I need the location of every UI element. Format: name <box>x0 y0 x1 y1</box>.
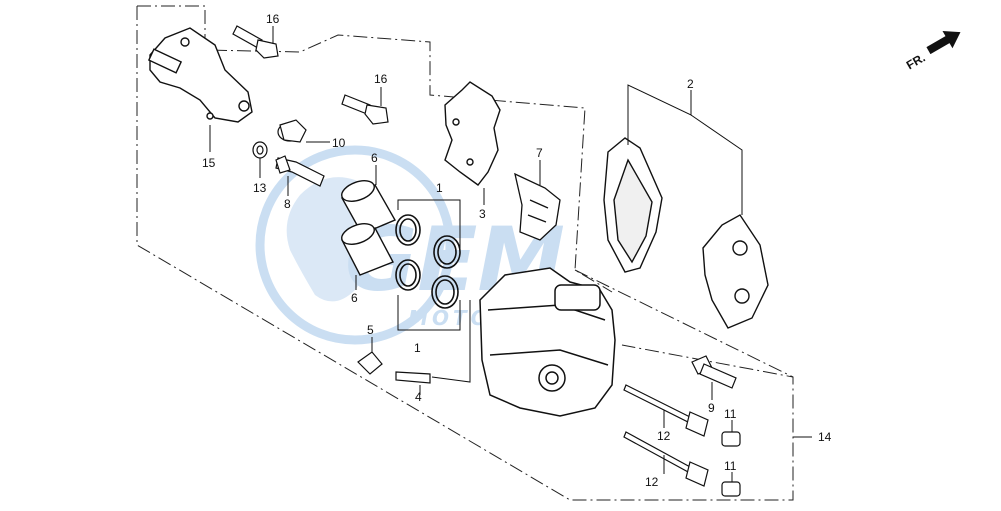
callout-16-upper: 16 <box>266 12 280 26</box>
callout-12-lower: 12 <box>645 475 659 489</box>
leader-lines <box>209 26 812 482</box>
assembly-boundary <box>136 5 794 501</box>
bolt-upper <box>232 25 279 59</box>
piston-seals <box>395 214 461 309</box>
callout-15: 15 <box>202 156 216 170</box>
washer <box>252 141 268 159</box>
callout-5: 5 <box>367 323 374 337</box>
bolt-lower <box>341 94 389 125</box>
piston-upper <box>341 180 396 235</box>
mount-bolt <box>691 355 737 389</box>
callout-6-upper: 6 <box>371 151 378 165</box>
piston-lower <box>341 223 394 276</box>
callout-9: 9 <box>708 401 715 415</box>
direction-marker: FR. <box>904 30 961 72</box>
slide-pin <box>275 155 325 187</box>
callout-1-lower: 1 <box>414 341 421 355</box>
callout-12-upper: 12 <box>657 429 671 443</box>
bleed-cap <box>357 351 383 375</box>
caliper-body <box>479 267 616 417</box>
bleeder-valve <box>395 371 431 384</box>
caliper-bracket <box>147 27 253 123</box>
callout-8: 8 <box>284 197 291 211</box>
callout-10: 10 <box>332 136 346 150</box>
callout-1-upper: 1 <box>436 181 443 195</box>
direction-label: FR. <box>904 50 928 72</box>
callout-13: 13 <box>253 181 267 195</box>
forward-arrow-icon <box>926 30 961 55</box>
pad-shim <box>444 81 501 186</box>
callout-3: 3 <box>479 207 486 221</box>
pad-pin-lower <box>623 431 709 487</box>
callout-2: 2 <box>687 77 694 91</box>
callout-7: 7 <box>536 146 543 160</box>
globe-icon <box>255 145 455 345</box>
callout-labels: 16 16 10 6 1 3 7 2 15 13 8 6 5 1 4 9 11 … <box>202 12 832 489</box>
callout-4: 4 <box>415 390 422 404</box>
callout-11-upper: 11 <box>724 407 737 421</box>
plug-upper <box>721 431 741 447</box>
callout-16-lower: 16 <box>374 72 388 86</box>
brake-pad-front <box>603 137 663 273</box>
callout-11-lower: 11 <box>724 459 737 473</box>
brake-pad-rear <box>702 214 769 329</box>
plug-lower <box>721 481 741 497</box>
pad-pin-upper <box>623 384 709 437</box>
pad-spring <box>514 172 561 241</box>
dust-boot <box>277 119 307 143</box>
callout-14: 14 <box>818 430 832 444</box>
callout-6-lower: 6 <box>351 291 358 305</box>
